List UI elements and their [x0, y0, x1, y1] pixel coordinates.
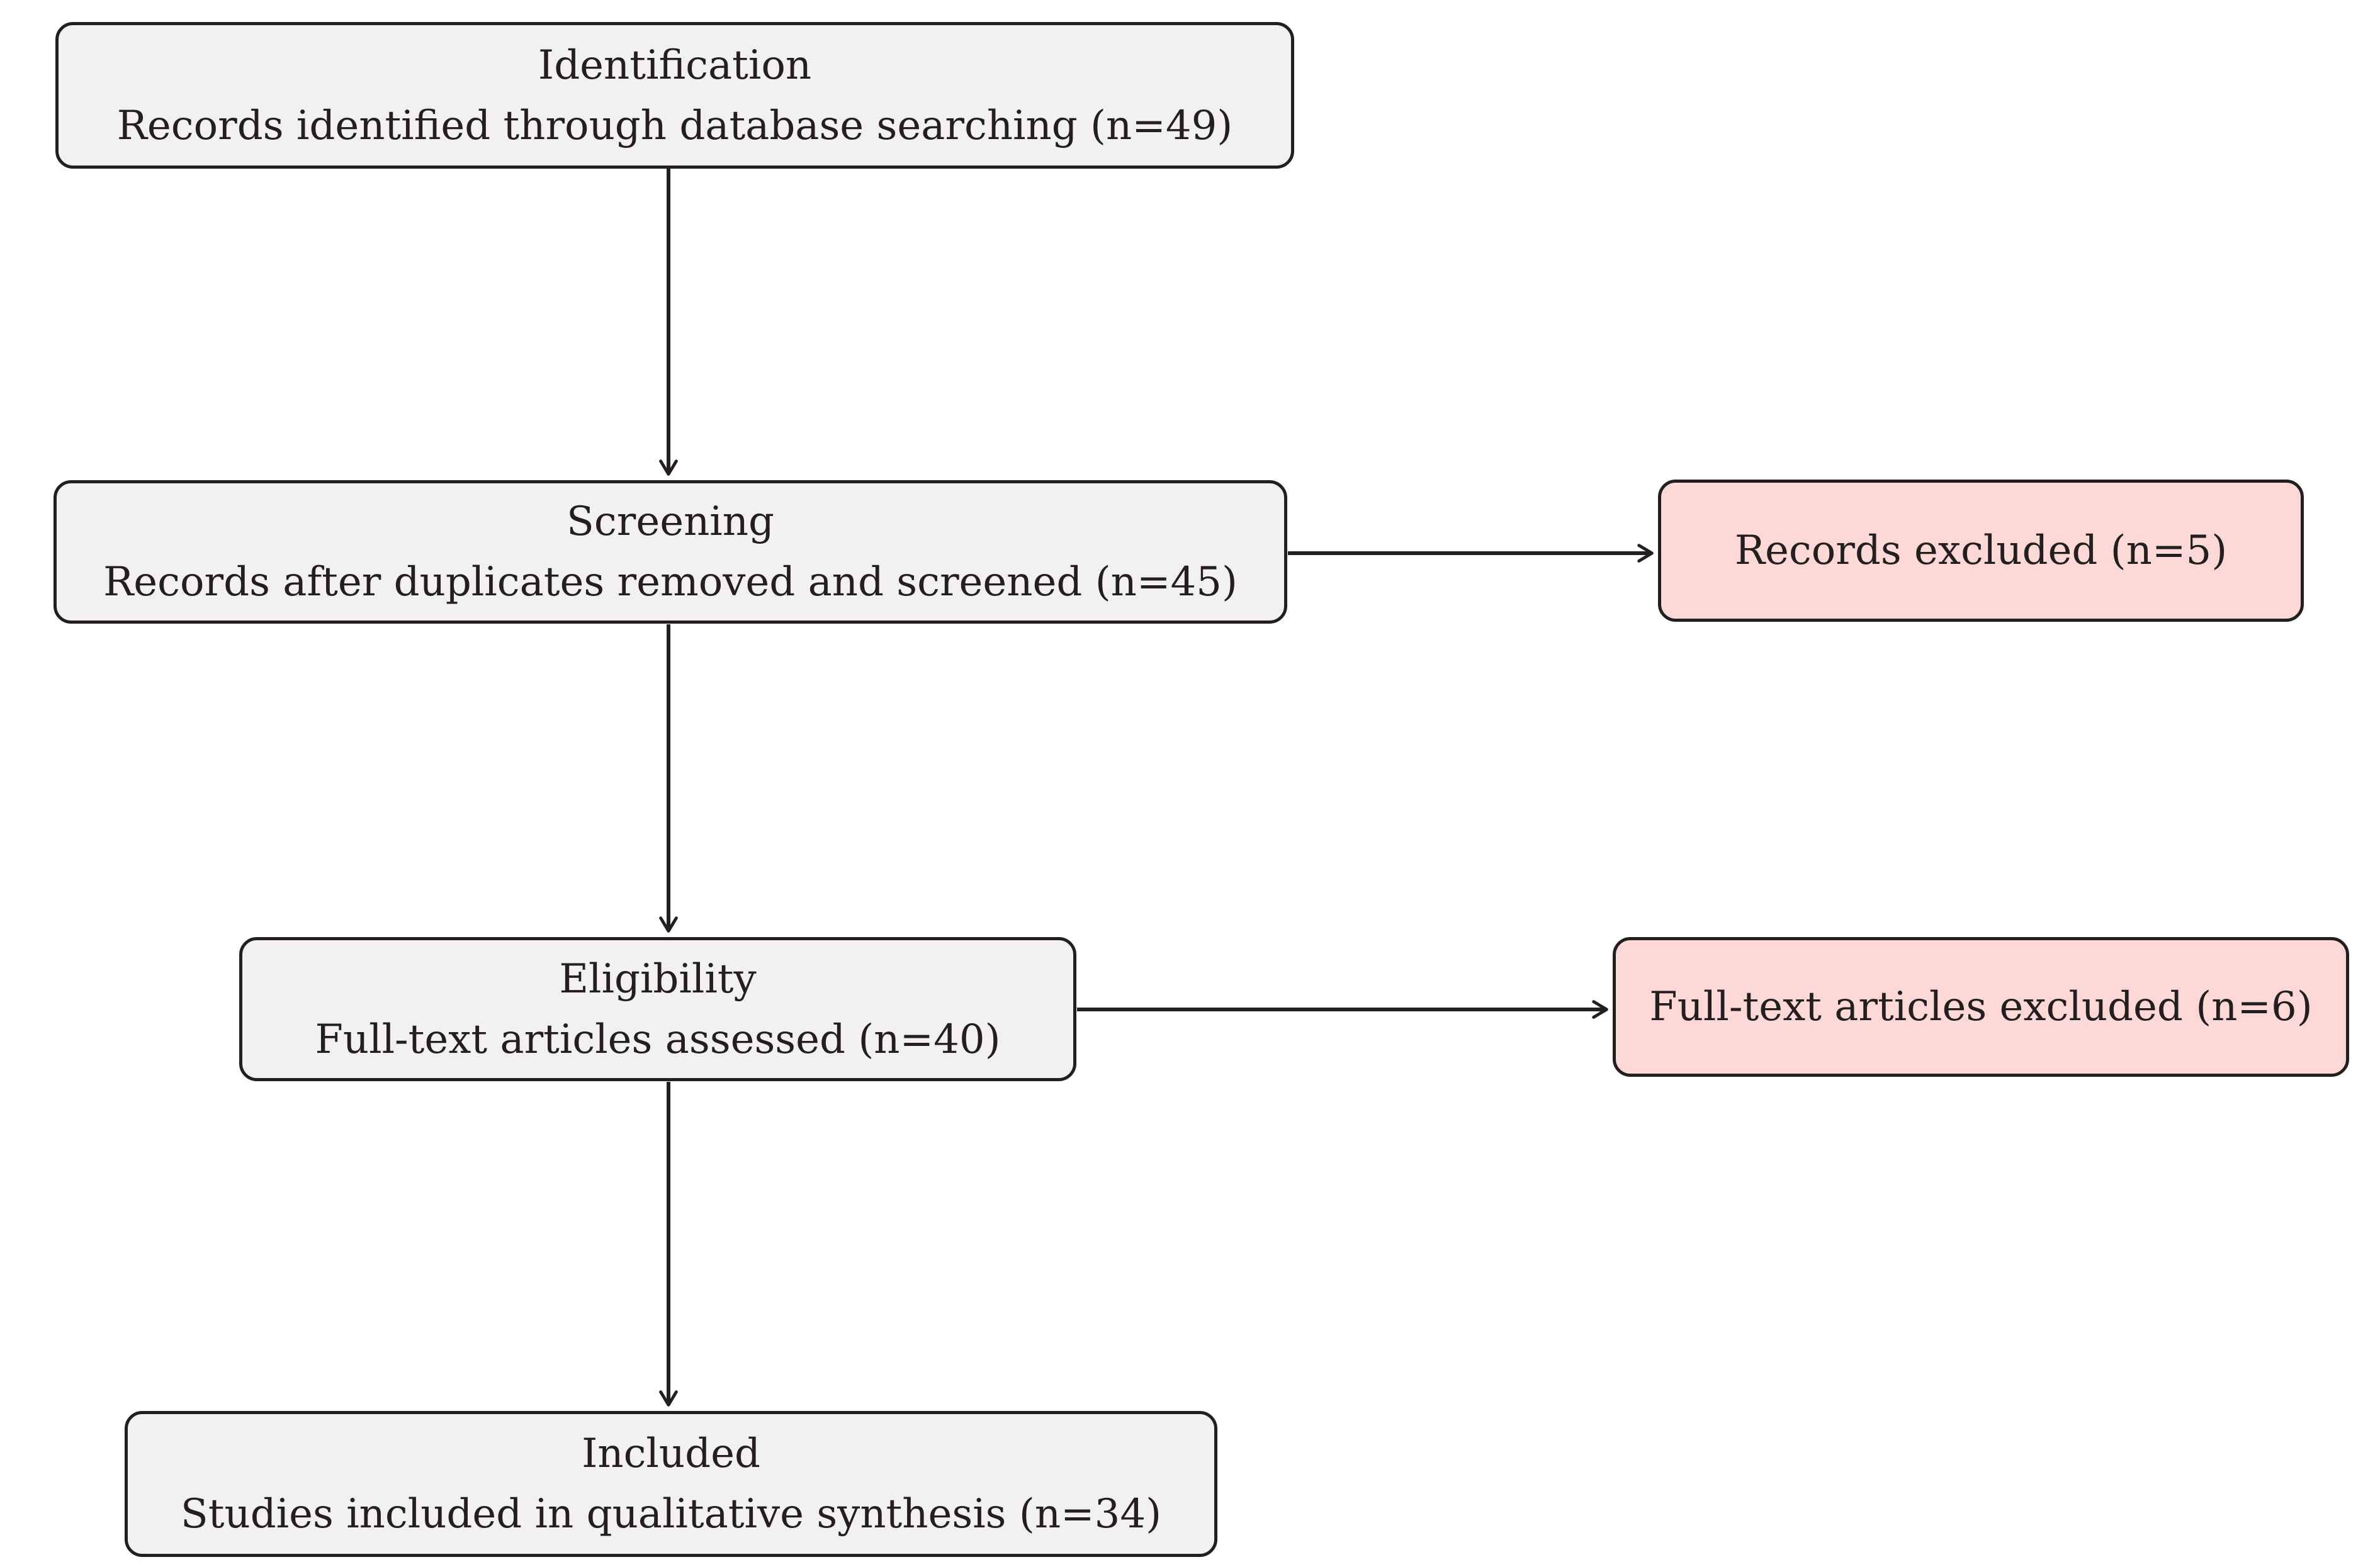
stage-title: Identification [538, 42, 812, 89]
stage-detail: Full-text articles assessed (n=40) [315, 1016, 1001, 1063]
stage-box-screening: Screening Records after duplicates remov… [54, 480, 1287, 624]
exclusion-box-records-excluded: Records excluded (n=5) [1658, 480, 2304, 622]
exclusion-box-fulltext-excluded: Full-text articles excluded (n=6) [1613, 937, 2349, 1077]
stage-box-included: Included Studies included in qualitative… [125, 1411, 1217, 1557]
stage-title: Screening [567, 498, 774, 545]
exclusion-label: Full-text articles excluded (n=6) [1649, 984, 2313, 1030]
stage-detail: Studies included in qualitative synthesi… [180, 1491, 1162, 1537]
stage-title: Eligibility [559, 955, 757, 1003]
stage-detail: Records after duplicates removed and scr… [103, 559, 1238, 605]
exclusion-label: Records excluded (n=5) [1734, 527, 2228, 574]
stage-box-eligibility: Eligibility Full-text articles assessed … [239, 937, 1076, 1081]
stage-detail: Records identified through database sear… [116, 102, 1233, 149]
stage-box-identification: Identification Records identified throug… [55, 22, 1294, 169]
stage-title: Included [582, 1430, 760, 1477]
